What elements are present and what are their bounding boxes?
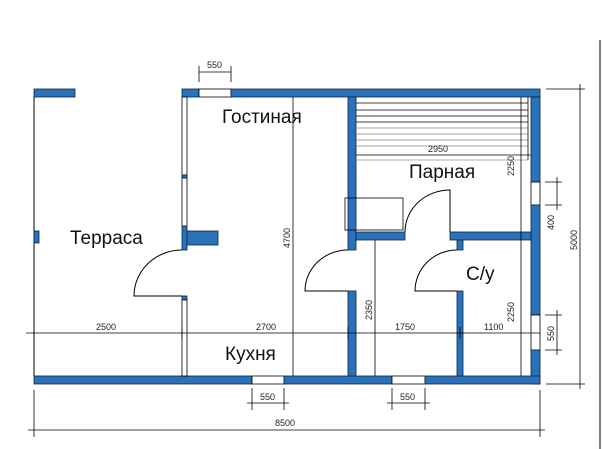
room-label-terrace: Терраса xyxy=(70,228,143,249)
dim-living-height: 4700 xyxy=(282,228,292,248)
dim-bottom-window-2: 550 xyxy=(400,392,415,402)
window-top xyxy=(198,88,232,98)
door-terrace xyxy=(133,249,183,297)
window-right-1 xyxy=(530,181,541,206)
dim-right-window-2: 550 xyxy=(546,326,556,341)
door-corridor xyxy=(304,249,349,292)
dim-corridor-height: 2350 xyxy=(364,300,374,320)
window-bottom-1 xyxy=(251,375,285,385)
dim-steam-width: 2950 xyxy=(428,144,448,154)
door-steam xyxy=(404,189,451,233)
dim-right-window-1: 400 xyxy=(546,215,556,230)
steam-room-walls xyxy=(304,96,532,377)
room-label-living: Гостиная xyxy=(222,107,302,128)
window-right-2 xyxy=(530,314,541,351)
room-label-steam: Парная xyxy=(409,162,475,183)
dim-bottom-window-1: 550 xyxy=(260,392,275,402)
dim-corridor-width: 1750 xyxy=(395,322,415,332)
dim-total-width: 8500 xyxy=(275,418,295,428)
dim-wc-width: 1100 xyxy=(484,322,503,332)
dim-total-height: 5000 xyxy=(569,230,579,250)
room-label-kitchen: Кухня xyxy=(225,344,276,365)
glazed-partition xyxy=(133,96,219,377)
bench xyxy=(356,97,529,161)
dim-wc-height: 2250 xyxy=(506,302,516,322)
dim-top-window: 550 xyxy=(207,60,222,70)
window-bottom-2 xyxy=(391,375,426,385)
dim-steam-height: 2250 xyxy=(506,156,516,176)
dim-terrace-width: 2500 xyxy=(96,322,116,332)
stove xyxy=(344,197,404,231)
dim-living-width: 2700 xyxy=(256,322,276,332)
room-label-wc: С/у xyxy=(466,264,495,285)
dimension-lines xyxy=(26,66,585,437)
outer-walls xyxy=(33,88,541,385)
door-wc xyxy=(414,249,458,292)
